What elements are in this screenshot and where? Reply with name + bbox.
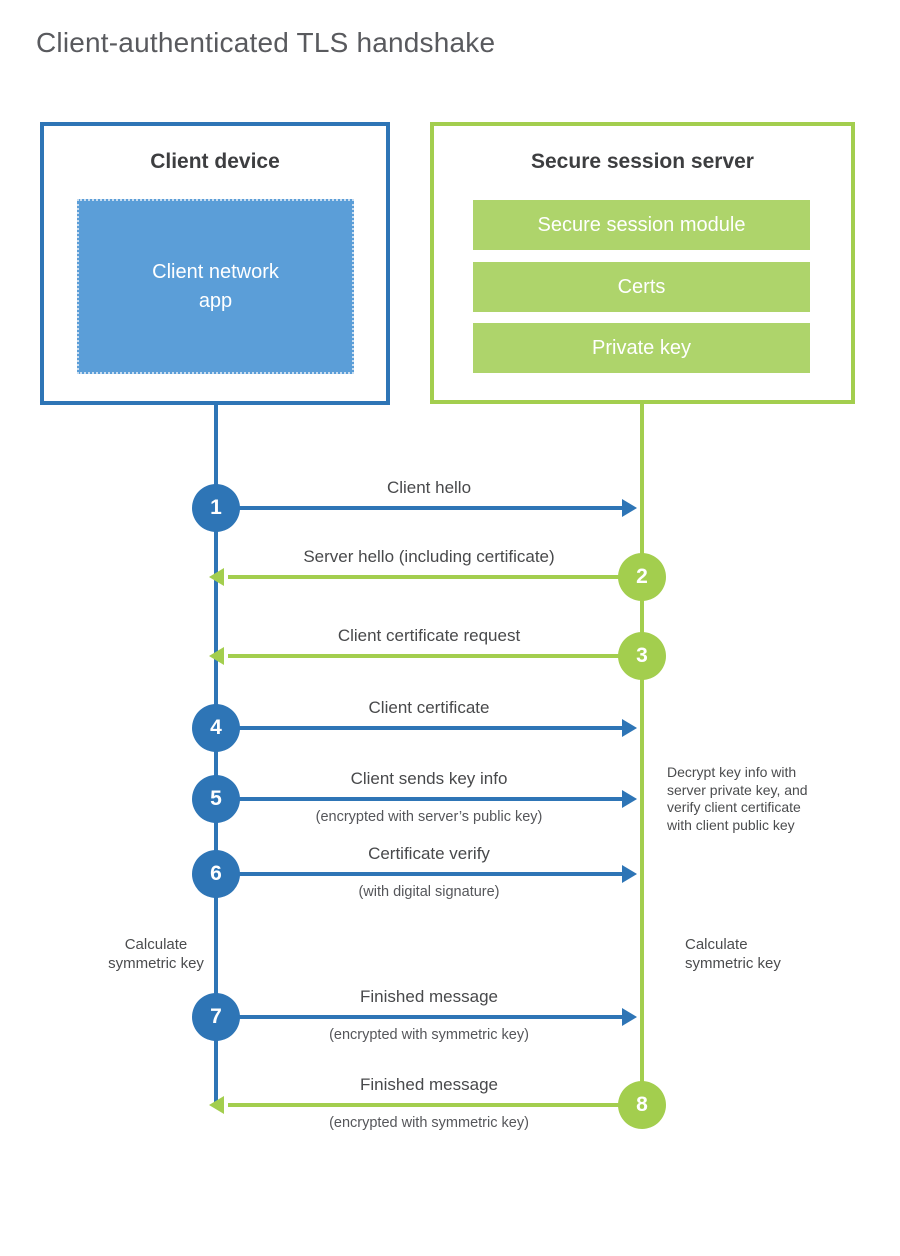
message-label-step-3: Client certificate request <box>337 626 521 645</box>
server-module-certs: Certs <box>473 262 810 312</box>
message-line-step-7 <box>216 1015 631 1019</box>
message-line-step-5 <box>216 797 631 801</box>
step-circle-2: 2 <box>618 553 666 601</box>
message-line-step-6 <box>216 872 631 876</box>
client-calc-line1: Calculate <box>124 936 188 953</box>
message-line-step-8 <box>228 1103 642 1107</box>
step-circle-7: 7 <box>192 993 240 1041</box>
server-calc-line1: Calculate <box>685 936 748 953</box>
client-lifeline <box>214 403 218 1107</box>
message-sublabel-step-6: (with digital signature) <box>358 884 500 900</box>
client-network-app-line1: Client network <box>152 260 279 283</box>
server-lifeline <box>640 402 644 1107</box>
step-circle-5: 5 <box>192 775 240 823</box>
arrowhead-left-icon <box>209 647 224 665</box>
client-device-title: Client device <box>150 150 280 173</box>
message-label-step-6: Certificate verify <box>368 844 490 863</box>
message-sublabel-step-5: (encrypted with server’s public key) <box>315 809 543 825</box>
message-line-step-4 <box>216 726 631 730</box>
step-circle-3: 3 <box>618 632 666 680</box>
message-sublabel-step-7: (encrypted with symmetric key) <box>329 1027 529 1043</box>
message-line-step-3 <box>228 654 642 658</box>
client-network-app-line2: app <box>198 289 233 312</box>
server-calc-line2: symmetric key <box>685 954 781 972</box>
message-label-step-5: Client sends key info <box>350 769 508 788</box>
message-label-step-7: Finished message <box>360 987 498 1006</box>
arrowhead-left-icon <box>209 568 224 586</box>
page-title: Client-authenticated TLS handshake <box>36 27 496 58</box>
arrowhead-right-icon <box>622 499 637 517</box>
message-label-step-2: Server hello (including certificate) <box>303 547 555 566</box>
secure-session-server-title: Secure session server <box>531 150 754 173</box>
server-module-private-key: Private key <box>473 323 810 373</box>
message-line-step-2 <box>228 575 642 579</box>
client-network-app-label: Client network app <box>152 258 279 316</box>
message-line-step-1 <box>216 506 631 510</box>
arrowhead-right-icon <box>622 865 637 883</box>
arrowhead-left-icon <box>209 1096 224 1114</box>
arrowhead-right-icon <box>622 790 637 808</box>
step-circle-6: 6 <box>192 850 240 898</box>
server-decrypt-note-line2: server private key, and <box>667 781 808 798</box>
step-circle-1: 1 <box>192 484 240 532</box>
client-calc-line2: symmetric key <box>108 954 204 972</box>
message-label-step-8: Finished message <box>360 1075 498 1094</box>
server-decrypt-note-line4: with client public key <box>667 816 795 833</box>
server-decrypt-note-line3: verify client certificate <box>667 799 801 815</box>
server-module-secure-session-module: Secure session module <box>473 200 810 250</box>
step-circle-8: 8 <box>618 1081 666 1129</box>
arrowhead-right-icon <box>622 719 637 737</box>
step-circle-4: 4 <box>192 704 240 752</box>
server-decrypt-note-line1: Decrypt key info with <box>667 764 797 780</box>
client-calculate-symmetric-key-note: Calculate symmetric key <box>76 936 236 973</box>
message-sublabel-step-8: (encrypted with symmetric key) <box>329 1115 529 1131</box>
client-network-app-box: Client network app <box>77 199 354 374</box>
message-label-step-4: Client certificate <box>368 698 490 717</box>
message-label-step-1: Client hello <box>386 478 472 497</box>
server-calculate-symmetric-key-note: Calculate symmetric key <box>685 936 781 973</box>
arrowhead-right-icon <box>622 1008 637 1026</box>
server-decrypt-note: Decrypt key info with server private key… <box>667 764 842 834</box>
